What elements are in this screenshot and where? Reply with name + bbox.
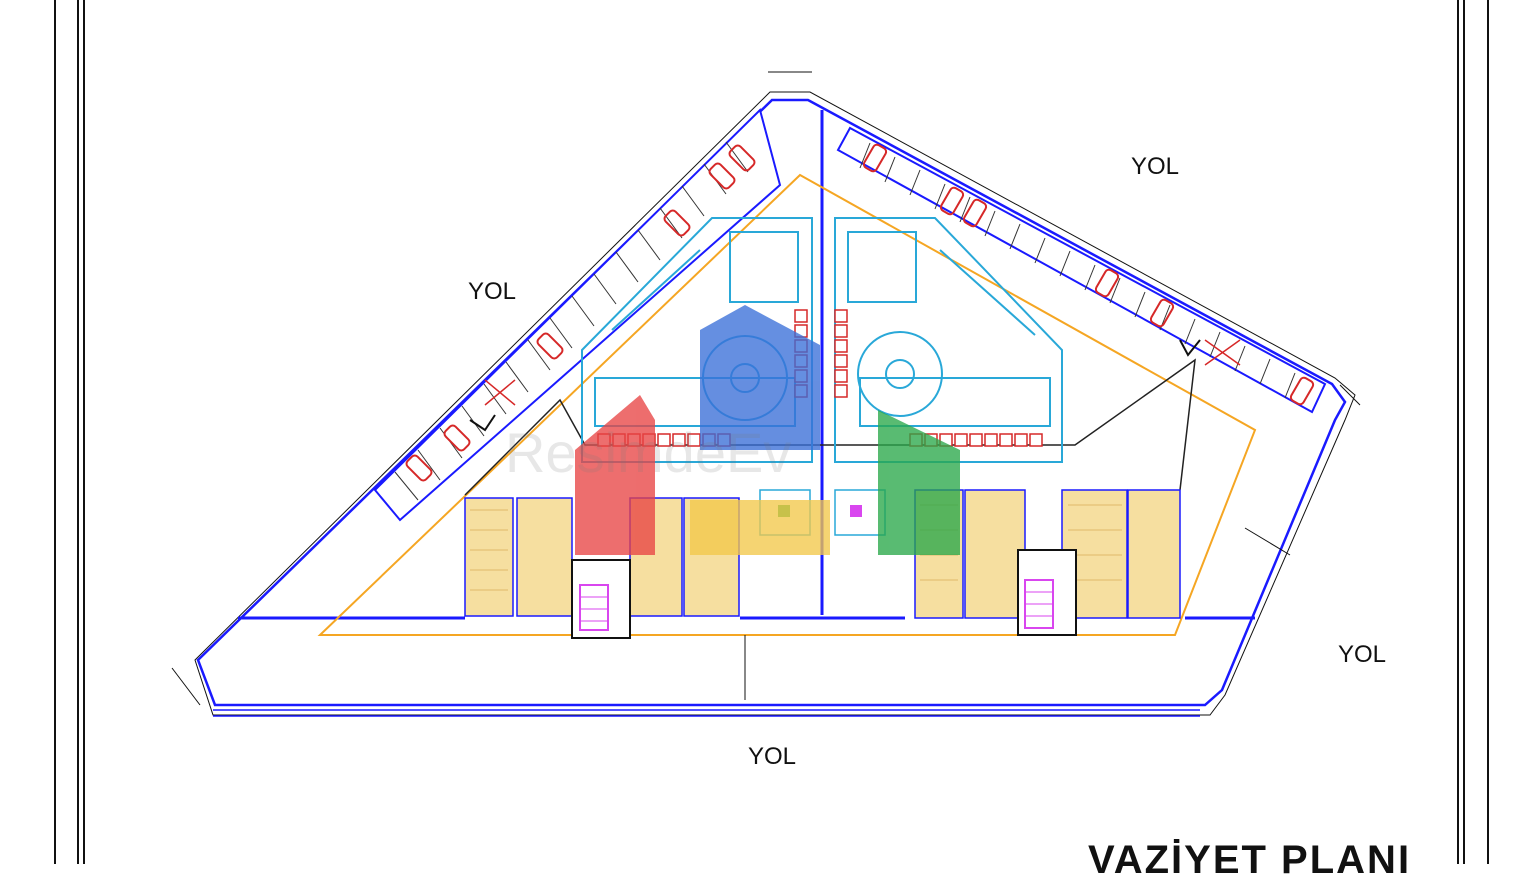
site-plan-sheet: YOL YOL YOL YOL ResimdeEv VAZİYET PLANI xyxy=(54,0,1489,882)
parking-cars-right xyxy=(862,143,1315,406)
plan-title: VAZİYET PLANI xyxy=(1088,838,1412,882)
site-outline xyxy=(196,98,1347,707)
property-boundary xyxy=(194,91,1356,716)
site-plan-drawing xyxy=(54,0,1489,864)
clubhouse-right xyxy=(834,217,1063,463)
parking-strip-right xyxy=(836,126,1327,414)
road-label-top-right: YOL xyxy=(1131,153,1180,180)
watermark-logo xyxy=(575,305,960,555)
access-road xyxy=(464,358,1196,496)
stair-core-right xyxy=(1017,549,1077,636)
watermark-text: ResimdeEv xyxy=(505,421,792,484)
parking-x-left xyxy=(484,379,516,406)
dimension-ticks xyxy=(171,71,1361,706)
parking-x-right xyxy=(1204,339,1241,366)
road-label-right: YOL xyxy=(1338,641,1387,668)
bottom-dimension xyxy=(213,709,1200,717)
parking-cars-left xyxy=(405,144,756,482)
drawing-frame xyxy=(54,0,1489,864)
road-label-left: YOL xyxy=(468,278,517,305)
setback-line xyxy=(317,173,1257,636)
road-label-bottom: YOL xyxy=(748,743,797,770)
stair-core-left xyxy=(571,559,631,639)
entry-arrows xyxy=(469,339,1201,432)
parking-strip-left xyxy=(373,108,782,522)
